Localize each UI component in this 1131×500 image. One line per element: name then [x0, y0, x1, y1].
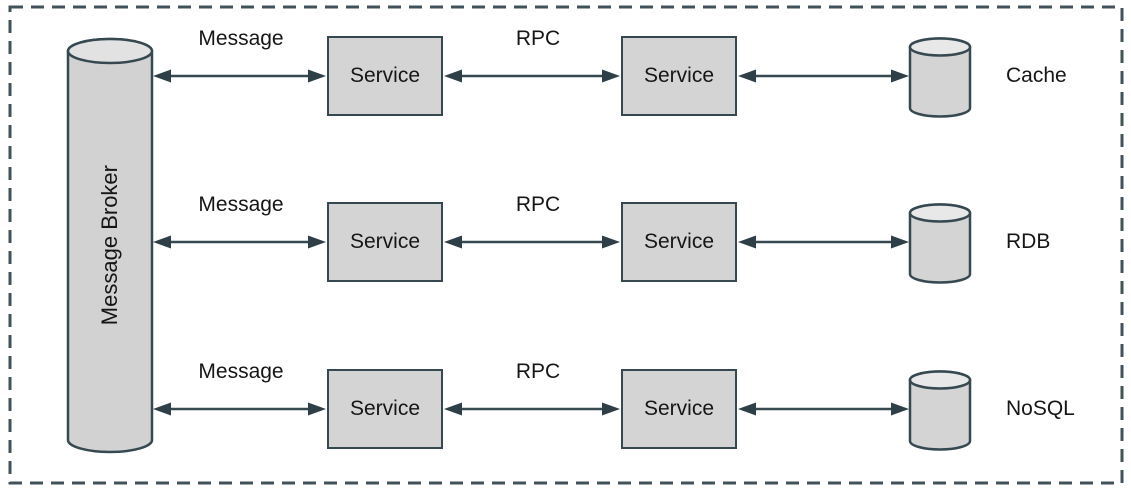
rpc-arrow-label: RPC [515, 360, 561, 383]
arrow-service-to-datastore-row1 [738, 69, 909, 83]
service-label: Service [643, 230, 715, 253]
service-label: Service [643, 64, 715, 87]
arrow-broker-to-service-row1 [153, 69, 326, 83]
service-label: Service [349, 230, 421, 253]
arrow-broker-to-service-row3 [153, 402, 326, 416]
service-node: Service [327, 36, 443, 116]
message-broker-node: Message Broker [65, 36, 155, 454]
service-node: Service [327, 202, 443, 282]
arrow-service-to-service-row3 [444, 402, 620, 416]
message-arrow-label: Message [198, 193, 284, 216]
message-broker-label: Message Broker [97, 164, 122, 326]
database-cylinder-icon [908, 203, 972, 284]
service-node: Service [621, 36, 737, 116]
rpc-arrow-label: RPC [515, 193, 561, 216]
message-arrow-label: Message [198, 27, 284, 50]
service-node: Service [327, 369, 443, 449]
service-label: Service [349, 64, 421, 87]
service-node: Service [621, 369, 737, 449]
arrow-broker-to-service-row2 [153, 235, 326, 249]
database-cylinder-icon [908, 37, 972, 118]
arrow-service-to-service-row1 [444, 69, 620, 83]
datastore-label: NoSQL [1006, 397, 1075, 420]
arrow-service-to-datastore-row2 [738, 235, 909, 249]
database-cylinder-icon [908, 370, 972, 451]
arrow-service-to-service-row2 [444, 235, 620, 249]
message-broker-cylinder-icon [66, 37, 154, 454]
arrow-service-to-datastore-row3 [738, 402, 909, 416]
datastore-label: Cache [1006, 64, 1067, 87]
service-node: Service [621, 202, 737, 282]
datastore-label: RDB [1006, 230, 1051, 253]
service-label: Service [643, 397, 715, 420]
rpc-arrow-label: RPC [515, 27, 561, 50]
message-arrow-label: Message [198, 360, 284, 383]
service-label: Service [349, 397, 421, 420]
